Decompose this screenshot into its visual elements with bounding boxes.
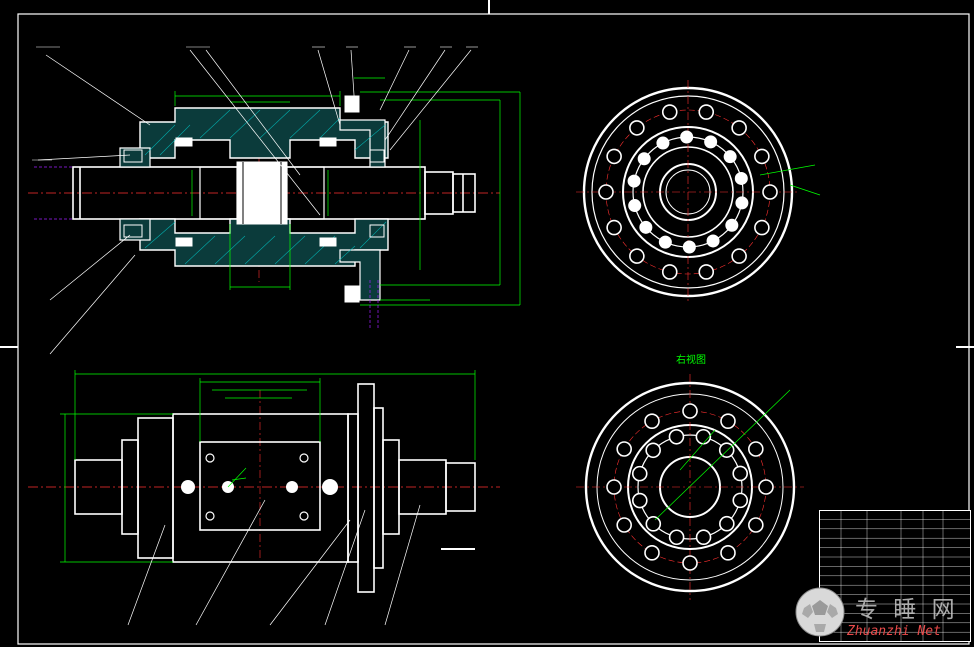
pin-hole xyxy=(723,150,737,164)
watermark-en-text: Zhuanzhi Net xyxy=(847,624,941,639)
bolt-hole xyxy=(748,441,764,457)
bolt-hole xyxy=(754,148,770,165)
pin-hole xyxy=(718,442,735,458)
bolt-hole xyxy=(698,104,715,120)
bolt-hole xyxy=(616,517,632,533)
bolt-hole xyxy=(606,219,622,236)
bolt-hole xyxy=(720,413,736,429)
bolt-hole xyxy=(644,545,660,561)
bolt-hole xyxy=(748,517,764,533)
pin-hole xyxy=(656,136,670,150)
pin-hole xyxy=(706,234,720,248)
bolt-hole xyxy=(731,120,747,136)
pin-hole xyxy=(732,492,749,509)
pin-hole xyxy=(695,428,712,445)
pin-hole xyxy=(719,515,735,532)
pin-hole xyxy=(704,135,718,149)
bolt-hole xyxy=(629,248,645,264)
side-view-right xyxy=(576,374,804,600)
pin-hole xyxy=(658,235,672,249)
bolt-hole xyxy=(661,264,678,280)
pin-hole xyxy=(628,199,642,213)
bolt-hole xyxy=(682,403,698,419)
pin-hole xyxy=(734,171,748,185)
bolt-hole xyxy=(698,264,715,280)
bolt-hole xyxy=(606,148,622,165)
pin-hole xyxy=(639,220,653,234)
front-view-bottom xyxy=(28,370,500,626)
pin-hole xyxy=(668,529,685,546)
pin-hole xyxy=(725,218,739,232)
title-block-table xyxy=(819,510,971,642)
bolt-hole xyxy=(731,248,747,264)
pin-hole xyxy=(637,152,651,166)
view-title-right: 右视图 xyxy=(676,355,706,366)
bolt-hole xyxy=(754,219,770,236)
soccer-ball-icon xyxy=(795,587,845,637)
bolt-hole xyxy=(629,120,645,136)
bolt-hole xyxy=(598,184,614,200)
pin-hole xyxy=(682,240,696,254)
pin-hole xyxy=(631,492,648,509)
housing-upper-section xyxy=(119,107,389,168)
watermark-cn-text: 专 睡 网 xyxy=(855,597,959,623)
pin-hole xyxy=(695,529,712,546)
watermark: 专 睡 网 Zhuanzhi Net xyxy=(792,582,974,647)
side-view-top xyxy=(576,80,821,304)
bolt-hole xyxy=(720,545,736,561)
pin-hole xyxy=(680,130,694,144)
bolt-hole xyxy=(616,441,632,457)
pin-hole xyxy=(631,465,648,482)
pin-hole xyxy=(732,465,749,482)
pin-hole xyxy=(645,516,662,532)
bolt-hole xyxy=(762,184,778,200)
bolt-hole xyxy=(606,479,622,495)
bolt-hole xyxy=(682,555,698,571)
pin-hole xyxy=(627,174,641,188)
bolt-hole xyxy=(644,413,660,429)
section-view-main xyxy=(28,46,521,355)
pin-hole xyxy=(735,196,749,210)
bolt-hole xyxy=(661,104,678,120)
bolt-hole xyxy=(758,479,774,495)
pin-hole xyxy=(645,442,661,459)
pin-hole xyxy=(668,428,685,445)
